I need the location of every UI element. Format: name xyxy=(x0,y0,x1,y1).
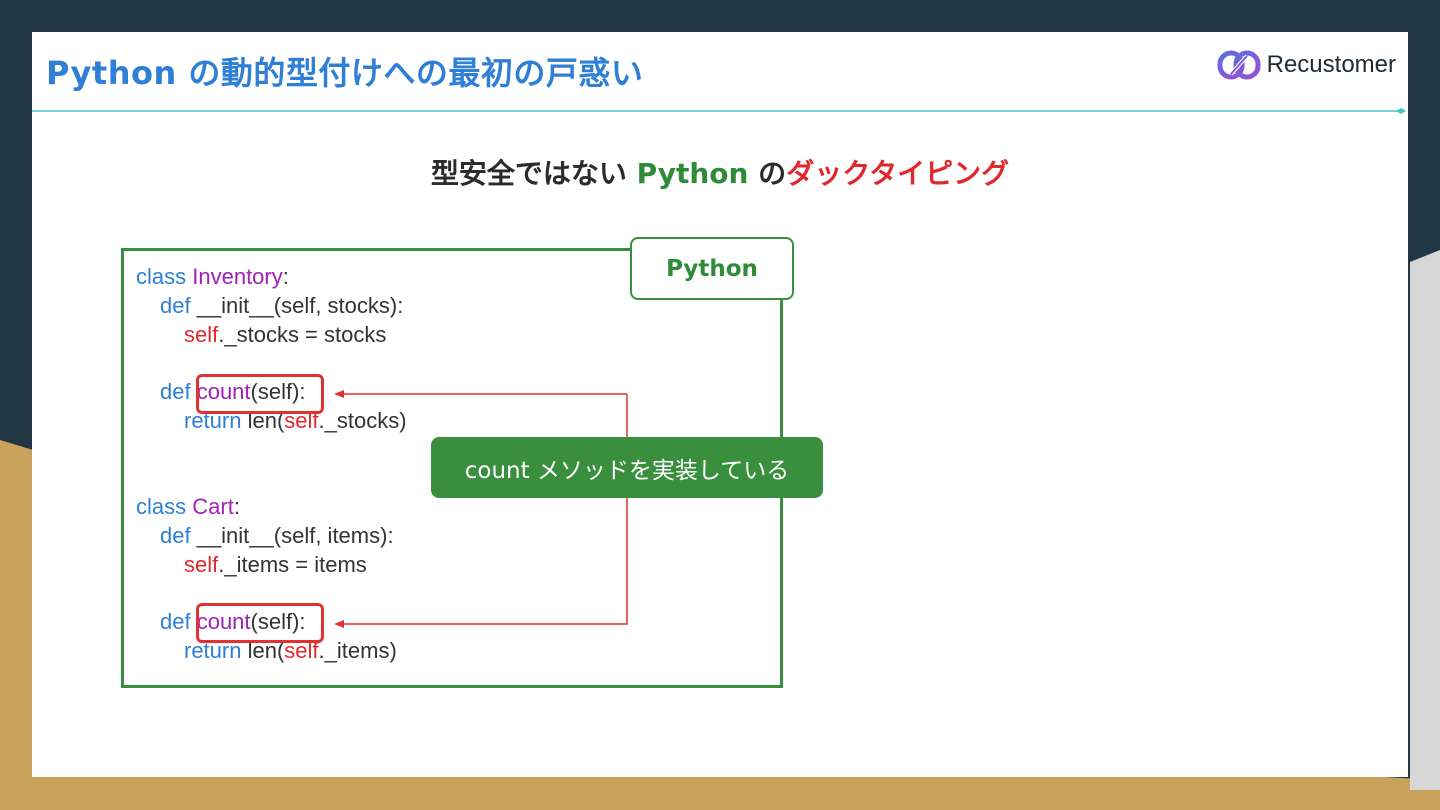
code-text: (self): xyxy=(250,609,306,634)
count-highlight-box-cart xyxy=(196,603,324,643)
code-keyword: def xyxy=(160,293,197,318)
code-text: ._items = items xyxy=(218,552,367,577)
code-keyword: def xyxy=(160,379,197,404)
arrowhead-icon xyxy=(334,390,344,398)
slide-title: Python の動的型付けへの最初の戸惑い xyxy=(46,54,644,92)
logo-text: Recustomer xyxy=(1266,51,1396,78)
arrowhead-icon xyxy=(334,620,344,628)
subtitle: 型安全ではない Python のダックタイピング xyxy=(32,152,1408,192)
code-text: ._stocks = stocks xyxy=(218,322,387,347)
subtitle-part3: の xyxy=(748,157,787,190)
callout-label: count メソッドを実装している xyxy=(431,437,823,498)
code-line-7: def __init__(self, items): xyxy=(160,523,394,549)
callout-arrows xyxy=(334,390,628,628)
code-self: self xyxy=(184,552,219,577)
code-class-name: Cart xyxy=(192,494,234,519)
code-line-2: def __init__(self, stocks): xyxy=(160,293,403,319)
code-keyword: def xyxy=(160,523,197,548)
code-text: : xyxy=(233,494,240,519)
gray-background-shape xyxy=(1410,250,1440,790)
recustomer-logo-icon xyxy=(1217,50,1261,80)
subtitle-python: Python xyxy=(636,157,749,190)
code-class-name: Inventory xyxy=(192,264,283,289)
company-logo: Recustomer xyxy=(1217,50,1396,80)
code-line-9: def count(self): xyxy=(160,609,306,635)
code-text: (self): xyxy=(250,379,306,404)
code-method-name: count xyxy=(196,379,251,404)
code-text: : xyxy=(282,264,289,289)
title-divider xyxy=(32,108,1406,114)
code-text: ._stocks) xyxy=(318,408,407,433)
code-method-name: count xyxy=(196,609,251,634)
count-highlight-box-inventory xyxy=(196,374,324,414)
code-text: __init__(self, items): xyxy=(196,523,394,548)
code-text: __init__(self, stocks): xyxy=(196,293,404,318)
code-line-1: class Inventory: xyxy=(136,264,289,290)
subtitle-duck-typing: ダックタイピング xyxy=(786,157,1010,190)
code-self: self xyxy=(184,322,219,347)
language-tag: Python xyxy=(630,237,794,300)
code-line-4: def count(self): xyxy=(160,379,306,405)
code-text: ._items) xyxy=(318,638,397,663)
code-keyword: class xyxy=(136,264,193,289)
slide: Python の動的型付けへの最初の戸惑い Recustomer 型安全ではない… xyxy=(32,32,1408,777)
subtitle-part1: 型安全ではない xyxy=(430,157,637,190)
code-keyword: class xyxy=(136,494,193,519)
code-line-8: self._items = items xyxy=(184,552,367,578)
code-keyword: def xyxy=(160,609,197,634)
code-line-6: class Cart: xyxy=(136,494,240,520)
code-line-3: self._stocks = stocks xyxy=(184,322,386,348)
